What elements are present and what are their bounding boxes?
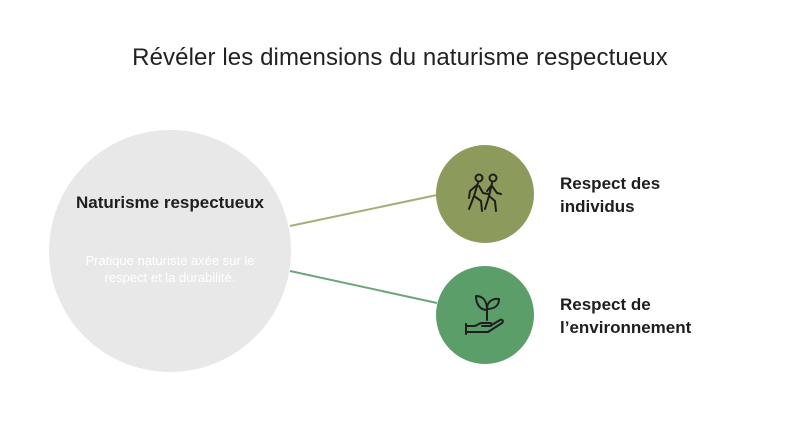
people-walking-icon bbox=[468, 173, 502, 212]
node-respect-individus bbox=[436, 145, 534, 243]
node-respect-environnement bbox=[436, 266, 534, 364]
central-concept-circle: Naturisme respectueux Pratique naturiste… bbox=[49, 130, 291, 372]
plant-in-hand-icon bbox=[465, 295, 504, 335]
label-respect-individus: Respect des individus bbox=[560, 174, 661, 216]
connector-individus bbox=[289, 194, 438, 227]
label-respect-environnement: Respect de l’environnement bbox=[560, 295, 692, 337]
diagram-title: Révéler les dimensions du naturisme resp… bbox=[132, 44, 668, 71]
central-concept-title: Naturisme respectueux bbox=[75, 193, 265, 212]
connector-environnement bbox=[289, 270, 438, 304]
central-concept-description: Pratique naturiste axée sur le respect e… bbox=[85, 253, 255, 285]
